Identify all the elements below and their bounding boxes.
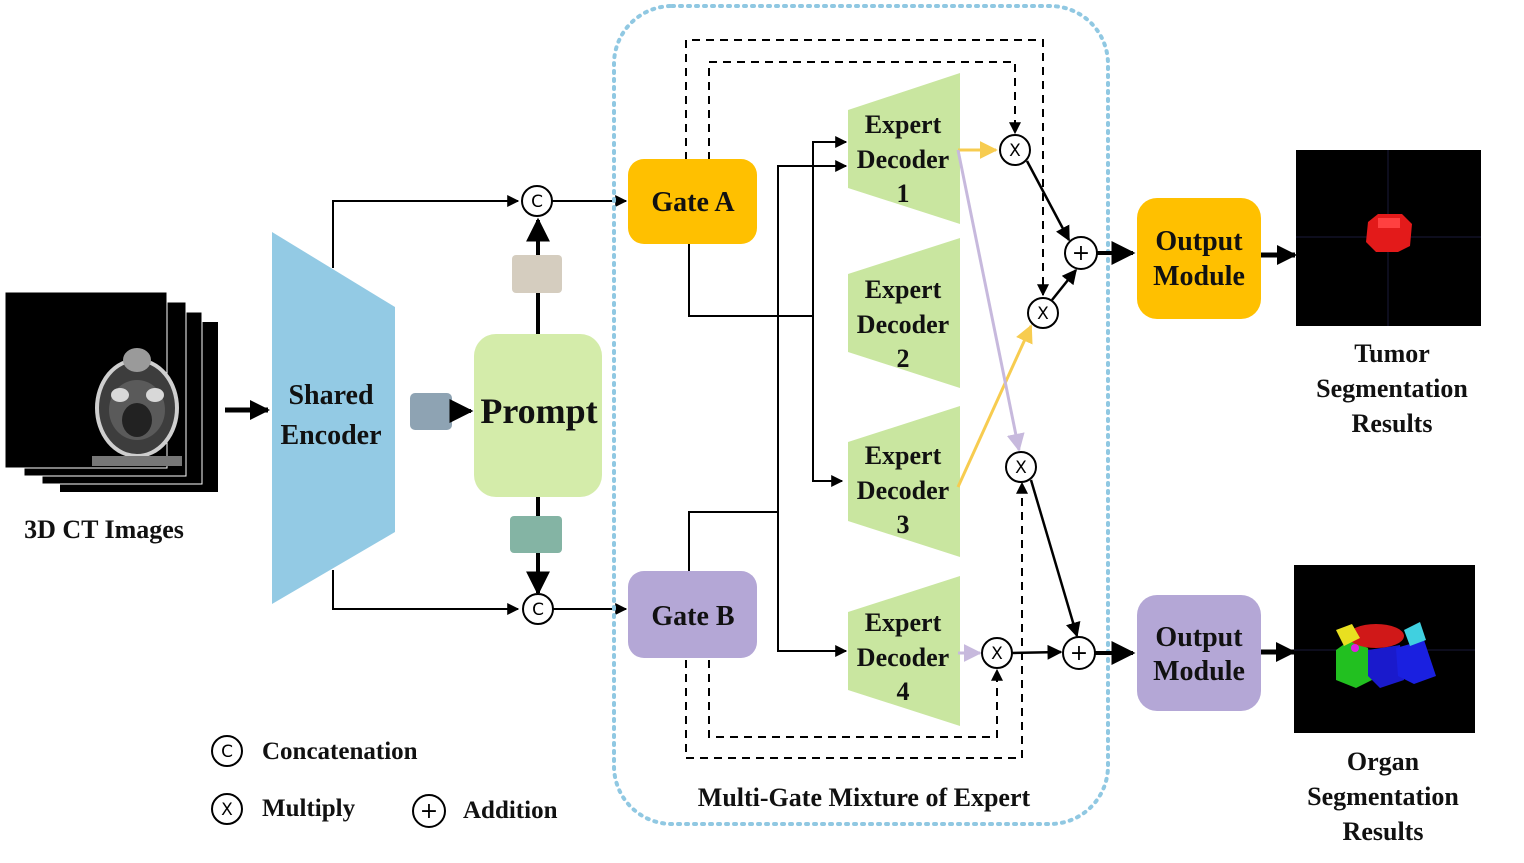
encoder-to-concat-a [332, 195, 520, 268]
output-module-tumor [1137, 198, 1261, 319]
shared-encoder [272, 232, 395, 604]
tumor-result-line1: Tumor [1354, 339, 1430, 368]
expert-1-to-multiply-3 [956, 149, 1025, 452]
gate-b-dashed-inner [708, 660, 1003, 738]
svg-text:+: + [1070, 641, 1088, 666]
gate-b-to-expert-4 [777, 512, 848, 657]
moe-region [612, 4, 1110, 826]
addition-node-a: + [1064, 236, 1098, 270]
gate-b-label: Gate B [651, 601, 734, 632]
multiply-node-4: X [981, 637, 1013, 669]
multiply-node-1: X [999, 134, 1031, 166]
tumor-result-image [1296, 150, 1481, 326]
svg-text:Decoder: Decoder [857, 476, 949, 505]
output-organ-line2: Module [1153, 656, 1245, 687]
legend-addition: + Addition [412, 794, 558, 828]
moe-label: Multi-Gate Mixture of Expert [698, 783, 1031, 812]
svg-text:X: X [221, 800, 233, 820]
gate-a-dashed-inner [708, 61, 1021, 160]
svg-text:4: 4 [897, 677, 910, 706]
gate-a-to-expert-3 [812, 316, 844, 487]
organ-result-line1: Organ [1347, 747, 1420, 776]
organ-result-image [1294, 565, 1475, 733]
addition-node-b: + [1062, 636, 1096, 670]
concat-node-a: C [521, 185, 553, 217]
multiply-node-3: X [1005, 451, 1037, 483]
svg-text:C: C [531, 192, 543, 212]
svg-text:Expert: Expert [865, 608, 942, 637]
expert-3-to-multiply-2 [956, 324, 1033, 488]
mult-1-to-add-a [1025, 160, 1071, 242]
multiply-node-2: X [1027, 297, 1059, 329]
expert-decoder-3: Expert Decoder 3 [848, 406, 960, 557]
svg-text:Expert: Expert [865, 441, 942, 470]
svg-text:X: X [1009, 141, 1021, 161]
prompt-token-a [512, 255, 562, 293]
svg-text:Decoder: Decoder [857, 643, 949, 672]
organ-result-line3: Results [1343, 817, 1424, 846]
feature-token [410, 393, 452, 430]
output-tumor-line1: Output [1155, 226, 1243, 257]
legend-addition-label: Addition [463, 797, 558, 824]
gate-b-dashed-outer [685, 481, 1028, 759]
svg-text:2: 2 [897, 344, 910, 373]
svg-text:X: X [1015, 458, 1027, 478]
mult-2-to-add-a [1051, 268, 1077, 301]
prompt-token-b [510, 516, 562, 553]
svg-text:C: C [221, 742, 233, 762]
encoder-to-concat-b [332, 570, 520, 615]
svg-text:3: 3 [897, 510, 910, 539]
svg-text:Expert: Expert [865, 275, 942, 304]
expert-decoder-1: Expert Decoder 1 [848, 73, 960, 224]
svg-text:X: X [991, 644, 1003, 664]
svg-text:1: 1 [897, 179, 910, 208]
tumor-result-line2: Segmentation [1316, 374, 1468, 403]
organ-result-line2: Segmentation [1307, 782, 1459, 811]
legend-concat: C Concatenation [211, 735, 418, 767]
expert-decoder-2: Expert Decoder 2 [848, 238, 960, 388]
encoder-label-line2: Encoder [280, 420, 381, 451]
input-label: 3D CT Images [24, 515, 184, 544]
ct-slice [92, 348, 182, 466]
prompt-box [474, 334, 602, 497]
tumor-result-line3: Results [1352, 409, 1433, 438]
mult-4-to-add-b [1011, 644, 1063, 660]
mult-3-to-add-b [1029, 479, 1081, 638]
encoder-label-line1: Shared [288, 380, 373, 411]
output-tumor-line2: Module [1153, 261, 1245, 292]
output-module-organ [1137, 595, 1261, 711]
gate-a [628, 159, 757, 244]
svg-text:X: X [1037, 304, 1049, 324]
gate-a-dashed-outer [685, 39, 1049, 297]
prompt-label: Prompt [480, 391, 597, 431]
svg-text:Expert: Expert [865, 110, 942, 139]
legend-concat-label: Concatenation [262, 738, 418, 765]
legend: C Concatenation X Multiply + Addition [211, 735, 558, 828]
svg-text:+: + [420, 799, 438, 824]
gate-b [628, 571, 757, 658]
svg-text:C: C [532, 600, 544, 620]
concat-node-b: C [522, 593, 554, 625]
gate-a-label: Gate A [651, 187, 735, 218]
svg-text:+: + [1072, 241, 1090, 266]
legend-multiply: X Multiply [211, 793, 356, 825]
legend-multiply-label: Multiply [262, 795, 356, 822]
svg-text:Decoder: Decoder [857, 145, 949, 174]
expert-decoder-4: Expert Decoder 4 [848, 576, 960, 726]
ct-image-stack [4, 291, 218, 492]
svg-text:Decoder: Decoder [857, 310, 949, 339]
output-organ-line1: Output [1155, 622, 1243, 653]
